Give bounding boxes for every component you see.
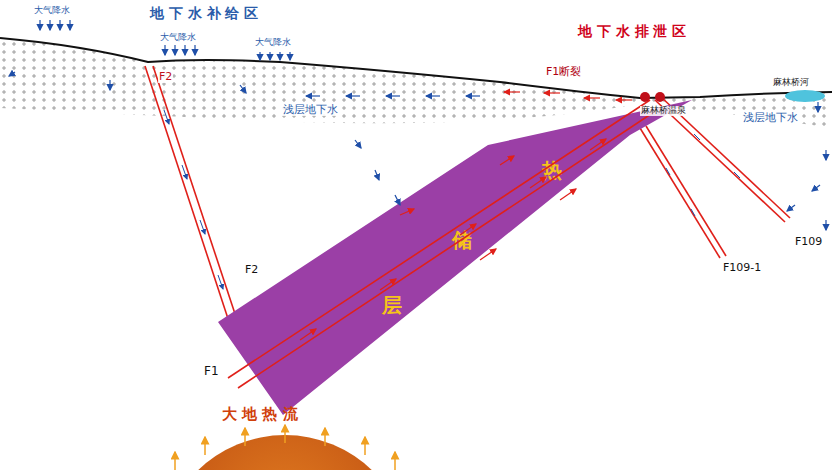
precipitation-label: 大气降水 (34, 6, 70, 16)
fault-label: F109-1 (722, 262, 762, 274)
reservoir-shape (212, 95, 697, 420)
zone-title: 地 下 水 排 泄 区 (578, 24, 686, 39)
fault-label: F1断裂 (545, 66, 582, 78)
reservoir-label: 层 (382, 292, 402, 319)
reservoir-label: 热 (542, 157, 562, 184)
fault-label: F2 (244, 264, 259, 276)
thermal-reservoir: 热储层 (212, 95, 697, 420)
fault-label: F2 (158, 71, 173, 83)
reservoir-label: 储 (452, 227, 472, 254)
heat-flow-label: 大 地 热 流 (222, 406, 298, 423)
fault-label: F1 (203, 365, 220, 378)
fault-label: F109 (794, 236, 823, 248)
zone-title: 地 下 水 补 给 区 (150, 6, 258, 21)
spring-label: 麻林桥温泉 (640, 106, 687, 116)
precipitation-label: 大气降水 (160, 33, 196, 43)
aquifer-label: 浅层地下水 (282, 104, 339, 116)
river-label: 麻林桥河 (772, 78, 810, 88)
aquifer-label: 浅层地下水 (742, 112, 799, 124)
precipitation-label: 大气降水 (255, 38, 291, 48)
